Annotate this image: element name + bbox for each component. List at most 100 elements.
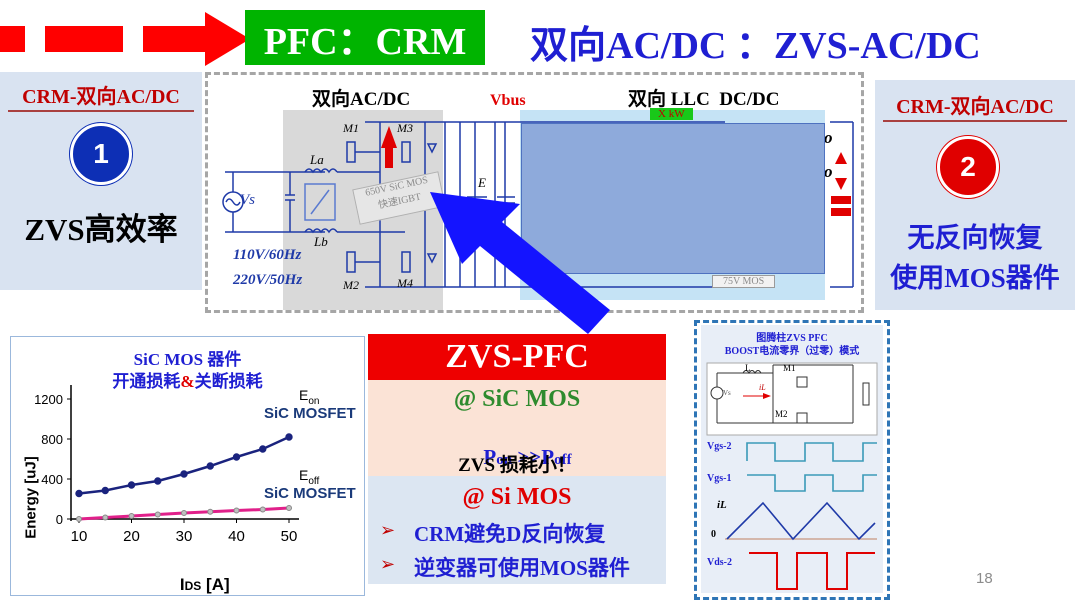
label-m2: M2	[343, 278, 359, 292]
right-panel-rule	[883, 120, 1067, 122]
chart-y-tick-label: 400	[41, 472, 63, 487]
chart-title-line2: 开通损耗&关断损耗	[11, 367, 364, 392]
chart-title-on: 开通损耗	[112, 372, 181, 391]
chart-point-eoff	[102, 514, 109, 521]
totem-vds2: Vds-2	[707, 557, 733, 568]
zvs-small-loss: ZVS 损耗小！	[458, 455, 576, 476]
totem-waveforms	[725, 442, 877, 590]
chart-x-tick-label: 20	[123, 528, 140, 545]
totem-il: iL	[717, 499, 727, 511]
legend-eon-device: SiC MOSFET	[264, 405, 356, 422]
label-la: La	[310, 152, 324, 167]
chart-title-line1: SiC MOS 器件	[133, 350, 242, 369]
zvs-pfc-header: ZVS-PFC	[368, 334, 666, 380]
arrow-head-icon	[205, 12, 250, 66]
zvs-sic-line: @ SiC MOS	[453, 386, 581, 412]
chart-xlabel: IDS [A]	[161, 555, 230, 615]
totem-m2: M2	[775, 409, 788, 419]
chart-point-eoff	[181, 510, 187, 516]
right-panel-number: 2	[937, 136, 999, 198]
chart-title-off: 关断损耗	[194, 372, 263, 391]
label-input-1: 110V/60Hz	[233, 247, 302, 263]
totem-zero: 0	[711, 529, 716, 540]
chart-y-tick-label: 800	[41, 432, 63, 447]
chart-series-line-eon	[78, 435, 290, 495]
label-m3: M3	[397, 121, 413, 135]
circuit-edge-o1: o	[824, 128, 833, 147]
circuit-title-left: 双向AC/DC	[312, 89, 411, 110]
main-title: 双向AC/DC ：ZVS-AC/DC	[530, 25, 981, 67]
legend-eoff-sub: off	[308, 475, 320, 487]
chart-point-eoff	[128, 513, 135, 519]
zvs-pon-b: on	[496, 452, 513, 468]
circuit-title-right: 双向 LLC DC/DC	[628, 89, 780, 110]
zvs-si-line: @ Si MOS	[462, 484, 572, 510]
totem-l: L	[745, 363, 751, 373]
chart-xlabel-unit: [A]	[201, 575, 230, 594]
chart-x-tick-label: 50	[281, 528, 298, 545]
right-panel-line1: 无反向恢复	[907, 223, 1043, 253]
bullet-arrow-1-icon: ➢	[380, 520, 396, 541]
label-vs: Vs	[240, 192, 255, 208]
left-panel: CRM-双向AC/DC 1 ZVS高效率	[0, 72, 202, 290]
legend-eon: Eon	[299, 387, 319, 407]
circuit-snippet-top: X kW	[650, 108, 693, 120]
zvs-pon-c: >>P	[512, 445, 555, 469]
totem-vs: Vs	[723, 389, 731, 397]
legend-eon-sub: on	[308, 395, 320, 407]
chart-ylabel: Energy [uJ]	[22, 456, 40, 539]
totem-vgs1: Vgs-1	[707, 473, 732, 484]
left-panel-number: 1	[70, 123, 132, 185]
totem-circuit	[706, 362, 878, 436]
right-panel-heading: CRM-双向AC/DC	[896, 96, 1054, 118]
zvs-si-section: @ Si MOS ➢ CRM避免D反向恢复 ➢ 逆变器可使用MOS器件	[368, 476, 666, 584]
right-panel-line2: 使用MOS器件	[890, 263, 1060, 293]
arrow-dash-2	[45, 26, 123, 52]
loss-chart-box: SiC MOS 器件 开通损耗&关断损耗 10 20 30 40 50 0 400 800 12…	[10, 336, 365, 596]
circuit-edge-o2: o	[824, 162, 833, 181]
left-panel-text: ZVS高效率	[24, 212, 178, 247]
left-panel-heading: CRM-双向AC/DC	[22, 86, 180, 108]
bullet-arrow-2-icon: ➢	[380, 554, 396, 575]
circuit-snippet-bottom: 75V MOS	[712, 275, 776, 288]
chart-xlabel-sub: DS	[184, 579, 202, 593]
chart-point-eoff	[233, 507, 240, 514]
legend-eoff-main: E	[299, 467, 309, 483]
label-e: E	[478, 175, 486, 190]
zvs-pon-a: P	[483, 445, 497, 469]
totem-title-1: 图腾柱ZVS PFC	[756, 333, 828, 344]
chart-x-tick-label: 30	[176, 528, 193, 545]
zvs-sic-section: @ SiC MOS Pon >>Poff ZVS 损耗小！	[368, 380, 666, 476]
circuit-frame	[205, 72, 864, 313]
legend-eoff-device: SiC MOSFET	[264, 485, 356, 502]
chart-point-eon	[232, 453, 241, 461]
legend-eon-main: E	[299, 387, 309, 403]
label-m1: M1	[343, 121, 359, 135]
chart-title-amp: &	[180, 372, 195, 391]
zvs-pon-d: off	[554, 452, 572, 468]
chart-y-tick-label: 1200	[34, 392, 63, 407]
label-m4: M4	[397, 276, 413, 290]
chart-point-eon	[259, 445, 267, 453]
chart-point-eon	[101, 486, 109, 495]
right-panel: CRM-双向AC/DC 2 无反向恢复 使用MOS器件	[875, 80, 1075, 310]
chart-xlabel-main: I	[179, 575, 185, 594]
label-lb: Lb	[314, 234, 328, 249]
loss-chart: 10 20 30 40 50 0 400 800 1200	[34, 385, 299, 545]
chart-point-eoff	[286, 505, 292, 511]
chart-point-eon	[127, 481, 136, 489]
pfc-title: PFC：CRM	[245, 10, 485, 65]
chart-y-tick-label: 0	[56, 512, 63, 527]
chart-point-eoff	[76, 516, 82, 522]
legend-eoff: Eoff	[299, 467, 319, 487]
cover-rectangle	[521, 123, 825, 274]
left-panel-rule	[8, 110, 194, 112]
totem-vgs2: Vgs-2	[707, 441, 732, 452]
chart-point-eoff	[154, 511, 161, 518]
chart-x-tick-label: 10	[71, 528, 88, 545]
chart-point-eon	[285, 433, 293, 441]
arrow-dash-1	[0, 26, 25, 52]
zvs-bullet-2: 逆变器可使用MOS器件	[414, 556, 630, 580]
chart-x-tick-label: 40	[228, 528, 245, 545]
circuit-vbus: Vbus	[490, 92, 526, 109]
